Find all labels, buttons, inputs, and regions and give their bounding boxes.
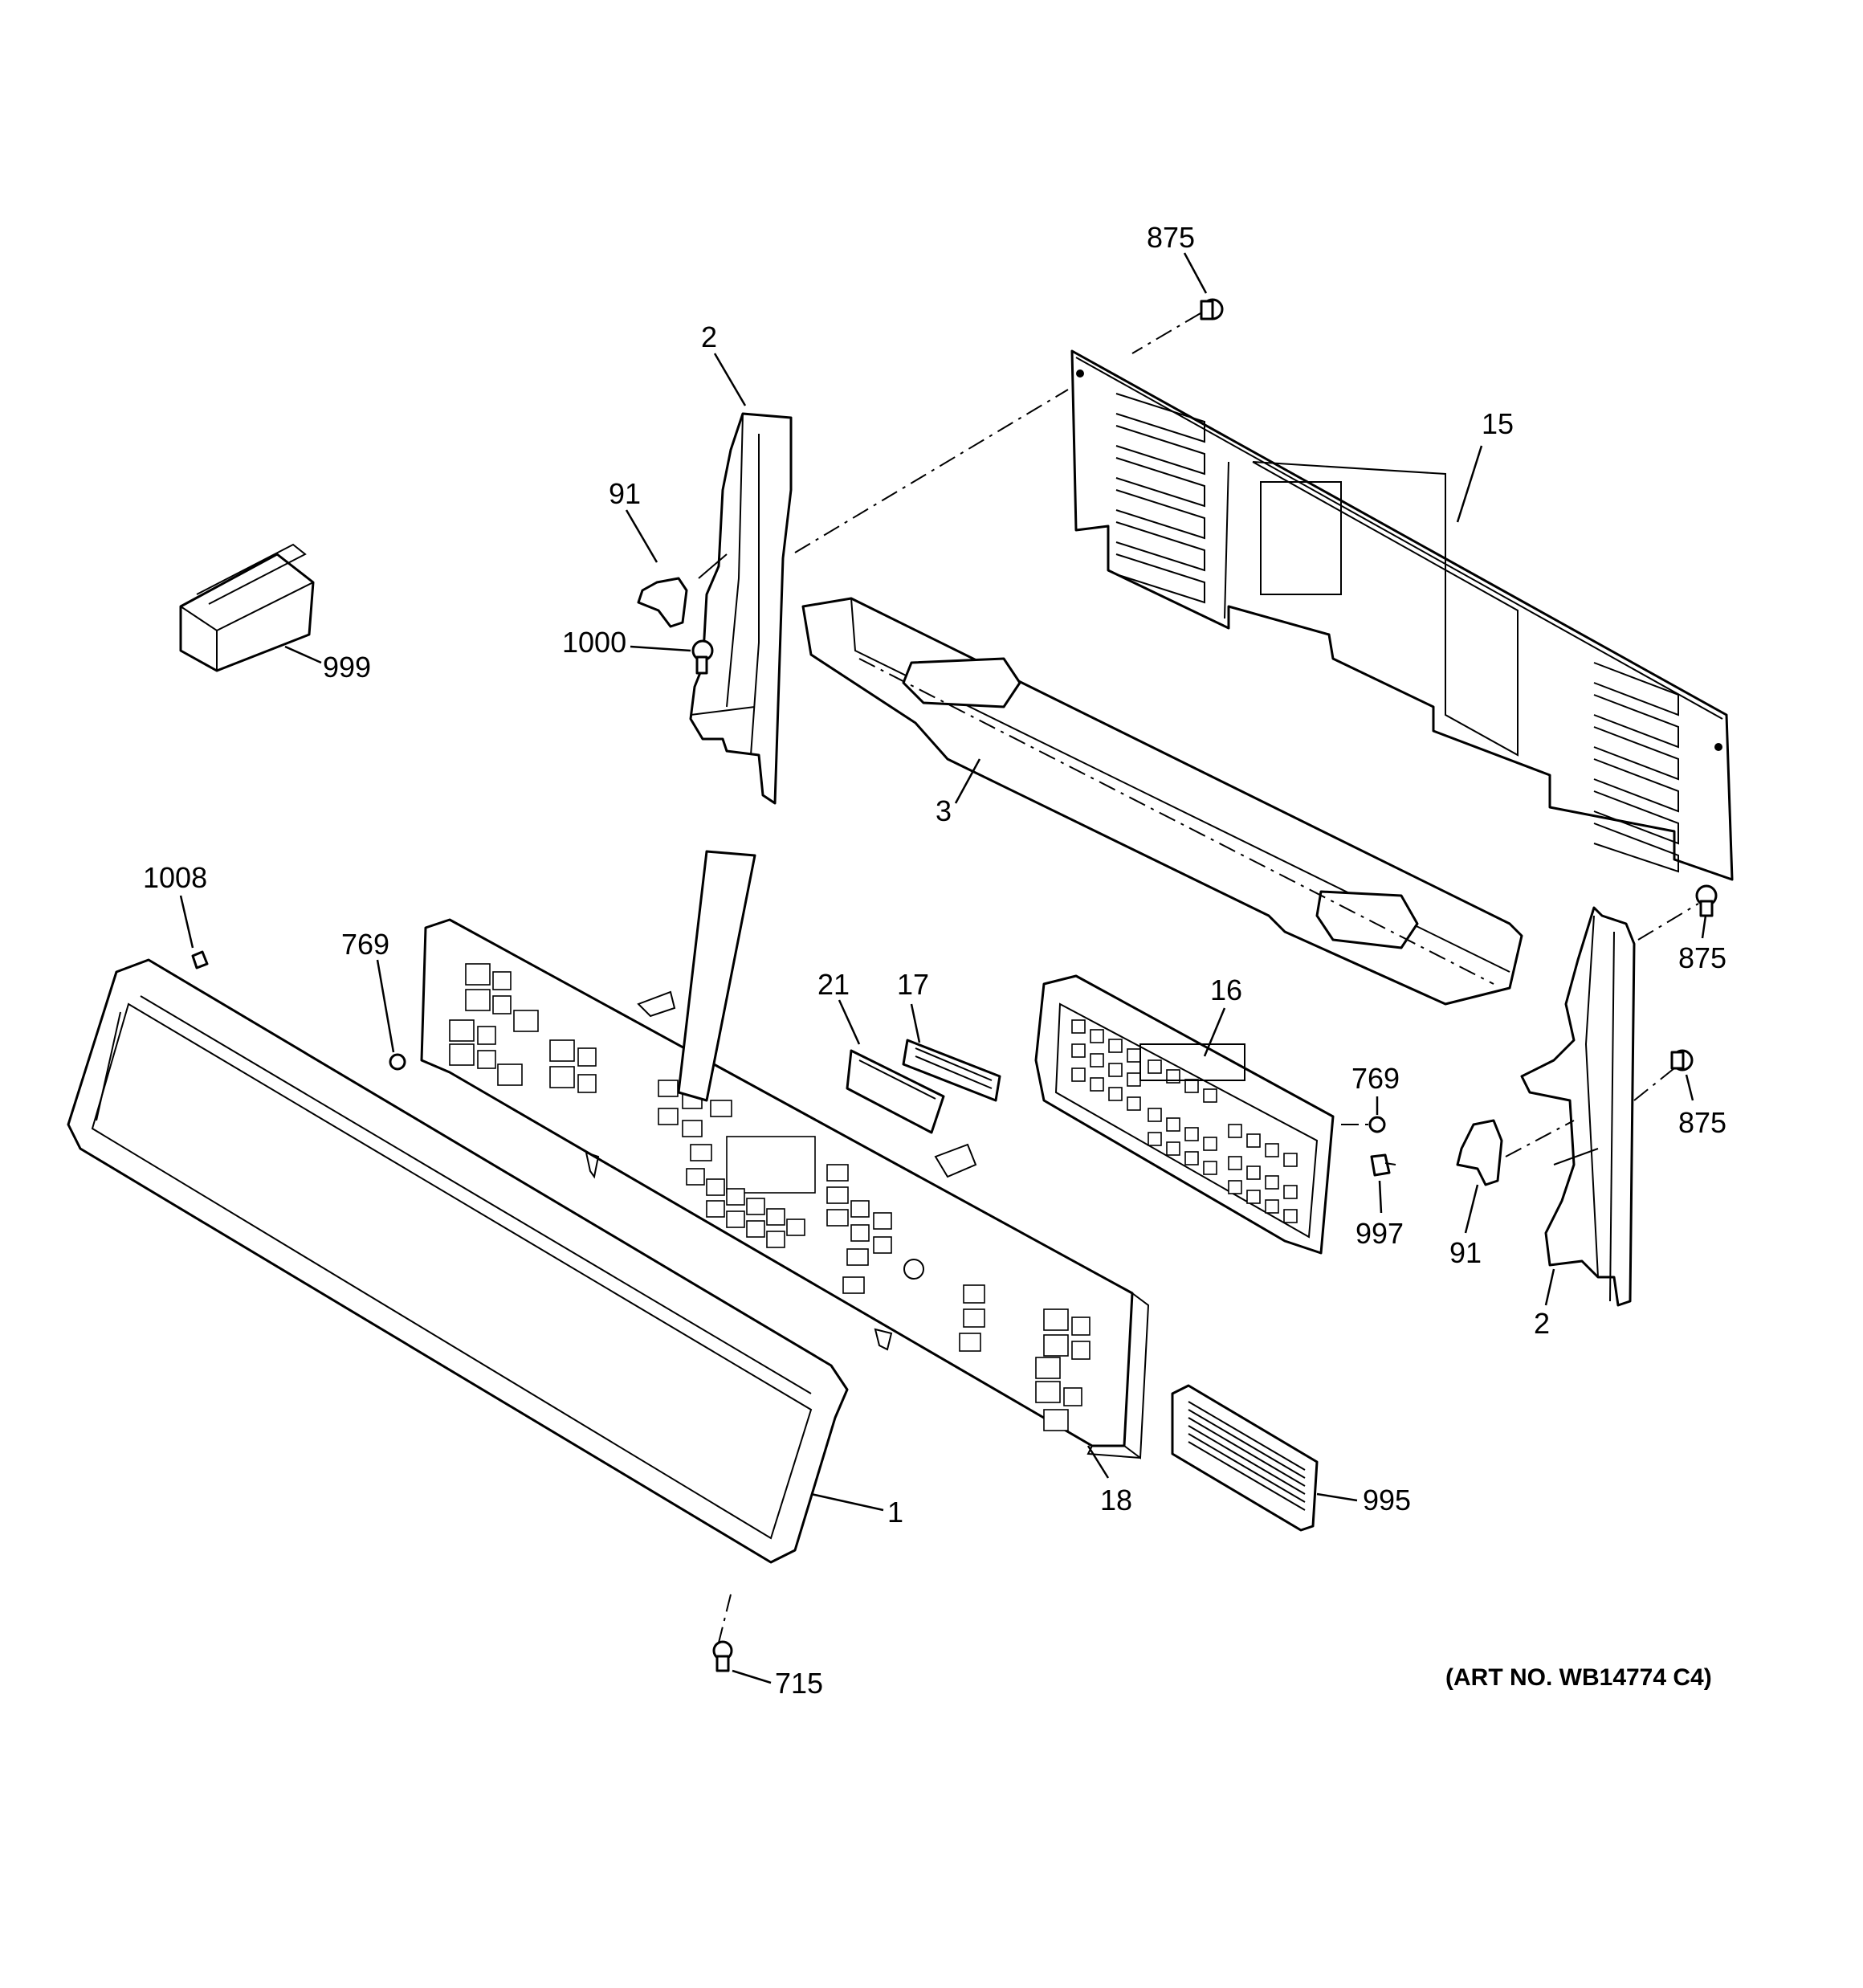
callout-769-left: 769: [341, 928, 389, 961]
part-2-right-bracket: [1520, 906, 1636, 1307]
screw-875-top: [1200, 298, 1224, 320]
callout-999: 999: [323, 651, 371, 684]
screw-715: [712, 1640, 733, 1672]
callout-769-right: 769: [1351, 1062, 1400, 1095]
panel-center-keys: [658, 1080, 892, 1294]
part-91-left-clip: [637, 577, 688, 628]
callout-18: 18: [1100, 1484, 1132, 1517]
art-number: (ART NO. WB14774 C4): [1445, 1664, 1712, 1691]
part-1-trim-frame: [67, 958, 849, 1564]
nut-769-right: [1368, 1116, 1386, 1133]
callout-875-top: 875: [1147, 221, 1195, 254]
callout-3: 3: [936, 794, 952, 827]
screw-1000: [691, 639, 714, 675]
part-2-left-bracket: [689, 412, 793, 805]
callout-1000: 1000: [562, 626, 626, 659]
callout-2-left: 2: [701, 320, 717, 353]
panel-right-keys: [959, 1284, 1090, 1431]
callout-1008: 1008: [143, 861, 207, 894]
callout-997: 997: [1355, 1217, 1404, 1250]
callout-995: 995: [1363, 1484, 1411, 1517]
part-16-control-board: [1034, 974, 1335, 1255]
screw-1008: [191, 950, 209, 970]
callout-91-right: 91: [1449, 1236, 1482, 1269]
callout-17: 17: [897, 968, 929, 1001]
callout-15: 15: [1482, 407, 1514, 440]
callout-875-right-mid: 875: [1678, 1106, 1726, 1139]
part-17-bezel: [902, 1039, 1001, 1102]
callout-715: 715: [775, 1667, 823, 1700]
part-999-box: [179, 543, 315, 672]
nut-769-left: [389, 1053, 406, 1071]
callout-1: 1: [887, 1496, 903, 1529]
ge-logo-icon: [903, 1259, 924, 1280]
leader-lines: [179, 252, 1707, 1684]
part-91-right-clip: [1456, 1119, 1503, 1186]
callout-875-right-top: 875: [1678, 941, 1726, 974]
callout-labels: 875 2 15 91 999 1000 3 1008 769 21 17 16…: [143, 221, 1726, 1700]
part-15-vent-panel: [1070, 349, 1734, 881]
callout-91-left: 91: [609, 477, 641, 510]
callout-2-right: 2: [1534, 1307, 1550, 1340]
callout-16: 16: [1210, 974, 1242, 1006]
part-995-grille: [1171, 1384, 1319, 1532]
part-18-control-panel: [420, 850, 1150, 1459]
part-997-connector: [1370, 1153, 1396, 1177]
screw-875-right-mid: [1670, 1049, 1694, 1072]
screw-875-right-top: [1695, 884, 1718, 917]
panel-left-keys: [449, 963, 597, 1093]
callout-21: 21: [817, 968, 850, 1001]
part-21-lens: [846, 1049, 945, 1134]
part-3-duct: [801, 597, 1523, 1006]
alignment-lines: [718, 312, 1699, 1643]
